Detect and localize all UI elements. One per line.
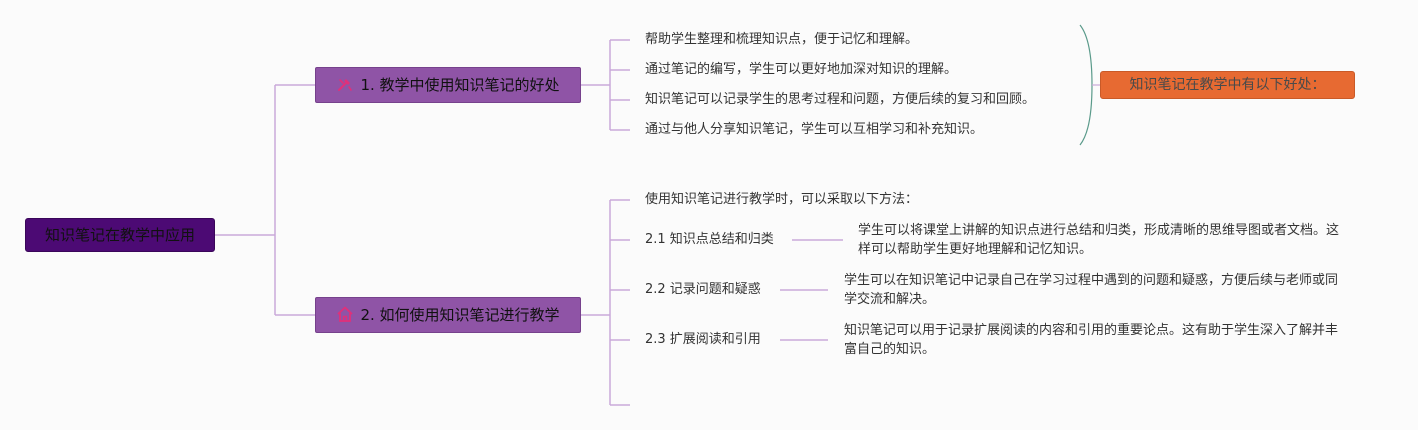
method-label-2[interactable]: 2.2 记录问题和疑惑: [645, 282, 761, 297]
benefit-item-1[interactable]: 帮助学生整理和梳理知识点，便于记忆和理解。: [645, 32, 919, 47]
connector-root: [215, 84, 315, 316]
method-label-1[interactable]: 2.1 知识点总结和归类: [645, 232, 774, 247]
method-detail-1[interactable]: 学生可以将课堂上讲解的知识点进行总结和归类，形成清晰的思维导图或者文档。这样可以…: [858, 223, 1340, 257]
home-icon: [337, 306, 354, 322]
topic-how-to-use-label: 2. 如何使用知识笔记进行教学: [360, 306, 560, 324]
benefit-item-4[interactable]: 通过与他人分享知识笔记，学生可以互相学习和补充知识。: [645, 122, 984, 137]
benefit-item-3[interactable]: 知识笔记可以记录学生的思考过程和问题，方便后续的复习和回顾。: [645, 92, 1036, 107]
method-label-3[interactable]: 2.3 扩展阅读和引用: [645, 332, 761, 347]
methods-intro[interactable]: 使用知识笔记进行教学时，可以采取以下方法：: [645, 192, 919, 207]
summary-label: 知识笔记在教学中有以下好处：: [1129, 77, 1326, 93]
connector-topic-2: [581, 199, 630, 406]
tools-icon: [338, 79, 353, 91]
connector-topic-1: [581, 39, 630, 131]
topic-benefits-label: 1. 教学中使用知识笔记的好处: [360, 76, 560, 94]
topic-benefits[interactable]: 1. 教学中使用知识笔记的好处: [315, 67, 581, 103]
topic-how-to-use[interactable]: 2. 如何使用知识笔记进行教学: [315, 297, 581, 333]
summary-node[interactable]: 知识笔记在教学中有以下好处：: [1100, 71, 1355, 99]
root-topic[interactable]: 知识笔记在教学中应用: [25, 218, 215, 252]
method-detail-3[interactable]: 知识笔记可以用于记录扩展阅读的内容和引用的重要论点。这有助于学生深入了解并丰富自…: [844, 323, 1339, 357]
root-topic-label: 知识笔记在教学中应用: [44, 226, 195, 244]
method-detail-2[interactable]: 学生可以在知识笔记中记录自己在学习过程中遇到的问题和疑惑，方便后续与老师或同学交…: [844, 273, 1339, 307]
summary-brace: [1079, 24, 1093, 146]
benefit-item-2[interactable]: 通过笔记的编写，学生可以更好地加深对知识的理解。: [645, 62, 958, 77]
